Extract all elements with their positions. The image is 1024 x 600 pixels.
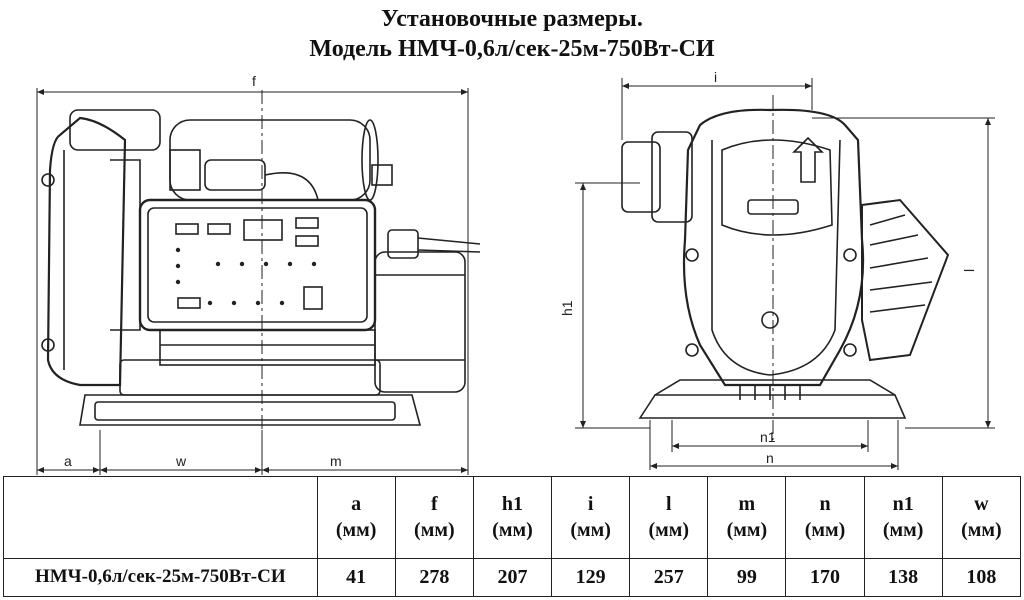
table-header-cell: l(мм) bbox=[629, 476, 709, 559]
table-value-cell: 278 bbox=[394, 557, 474, 598]
table-header-cell: m(мм) bbox=[707, 476, 787, 559]
dim-label-n: n bbox=[766, 450, 774, 466]
table-header-cell: f(мм) bbox=[394, 476, 474, 559]
dim-label-i: i bbox=[714, 69, 717, 85]
dim-label-l: l bbox=[961, 269, 977, 272]
table-model-cell: НМЧ-0,6л/сек-25м-750Вт-СИ bbox=[3, 557, 318, 598]
table-header-cell: n1(мм) bbox=[863, 476, 943, 559]
dimensions-table: a(мм) f(мм) h1(мм) i(мм) l(мм) m(мм) n(м… bbox=[3, 476, 1022, 598]
left-view-dimensions bbox=[36, 88, 469, 475]
table-value-cell: 257 bbox=[629, 557, 709, 598]
dim-label-m: m bbox=[330, 453, 342, 469]
table-header-cell: h1(мм) bbox=[472, 476, 553, 559]
pump-side-view bbox=[41, 109, 481, 426]
table-header-blank bbox=[3, 476, 318, 559]
table-header-row: a(мм) f(мм) h1(мм) i(мм) l(мм) m(мм) n(м… bbox=[3, 476, 1022, 559]
table-value-cell: 99 bbox=[707, 557, 787, 598]
dim-label-a: a bbox=[64, 453, 72, 469]
table-value-cell: 170 bbox=[785, 557, 865, 598]
pump-front-view bbox=[621, 108, 950, 419]
table-header-cell: i(мм) bbox=[551, 476, 631, 559]
table-row: НМЧ-0,6л/сек-25м-750Вт-СИ 41 278 207 129… bbox=[3, 557, 1022, 598]
table-value-cell: 41 bbox=[316, 557, 396, 598]
panel-leds bbox=[175, 247, 317, 306]
right-view-dimensions bbox=[575, 78, 995, 470]
installation-drawing: f a w m bbox=[36, 69, 995, 475]
diagram-title-line2: Модель НМЧ-0,6л/сек-25м-750Вт-СИ bbox=[309, 36, 715, 62]
table-value-cell: 129 bbox=[551, 557, 631, 598]
table-value-cell: 108 bbox=[941, 557, 1022, 598]
table-header-cell: a(мм) bbox=[316, 476, 396, 559]
dim-label-n1: n1 bbox=[760, 429, 776, 445]
table-value-cell: 207 bbox=[472, 557, 553, 598]
table-header-cell: w(мм) bbox=[941, 476, 1022, 559]
dim-label-w: w bbox=[175, 453, 187, 469]
diagram-title-line1: Установочные размеры. bbox=[381, 6, 643, 32]
dim-label-f: f bbox=[252, 73, 256, 89]
table-header-cell: n(мм) bbox=[785, 476, 865, 559]
table-value-cell: 138 bbox=[863, 557, 943, 598]
dim-label-h1: h1 bbox=[559, 300, 575, 316]
